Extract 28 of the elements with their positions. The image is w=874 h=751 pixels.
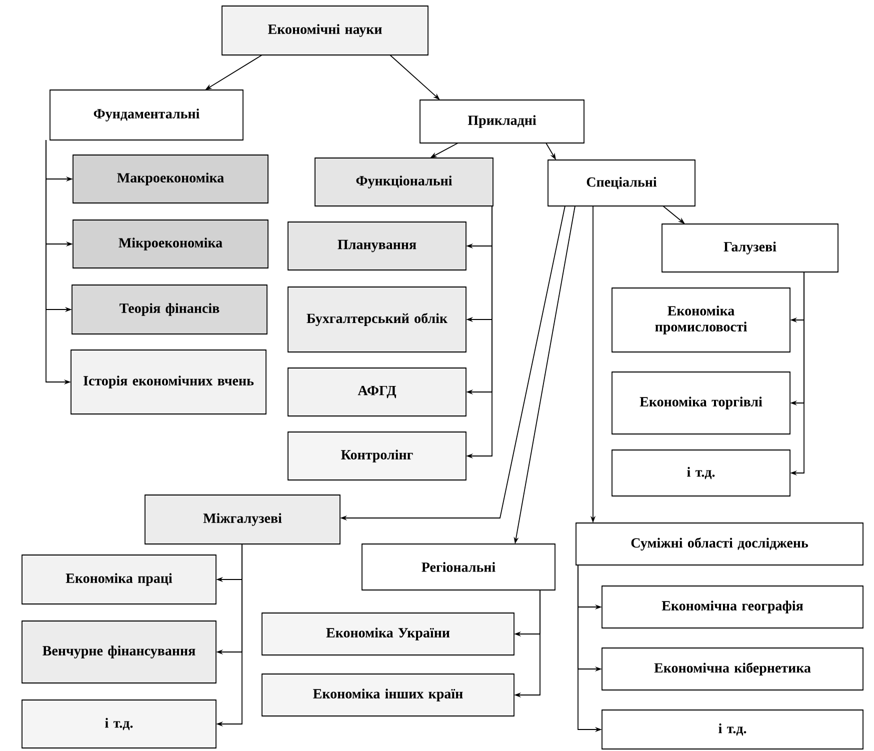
category-box: Економіка України: [262, 612, 514, 656]
category-box: Історія економічних вчень: [70, 350, 266, 414]
category-box: АФГД: [288, 368, 466, 416]
category-box: Економіка торгівлі: [612, 372, 790, 434]
category-box: Фундаментальні: [50, 90, 244, 140]
category-box: Економічна кібернетика: [602, 648, 864, 690]
category-box: Регіональні: [362, 544, 556, 590]
category-box: Контролінг: [288, 432, 466, 480]
category-box: Прикладні: [420, 100, 584, 144]
category-box: Міжгалузеві: [144, 494, 340, 544]
category-box: Спеціальні: [548, 160, 696, 206]
category-box: Галузеві: [662, 224, 838, 272]
category-box: Економічні науки: [222, 6, 428, 56]
category-box: Бухгалтерський облік: [288, 286, 466, 352]
category-box: Макроекономіка: [72, 154, 268, 204]
category-box: Економічна географія: [602, 586, 864, 628]
category-box: Економіка промисловості: [612, 288, 790, 352]
category-box: Теорія фінансів: [72, 284, 268, 334]
category-box: Функціональні: [314, 158, 494, 206]
category-box: Мікроекономіка: [72, 220, 268, 268]
category-box: Планування: [288, 222, 466, 270]
category-box: Економіка праці: [22, 554, 216, 604]
category-box: і т.д.: [602, 710, 864, 750]
category-box: Економіка інших країн: [262, 674, 514, 716]
category-box: Суміжні області досліджень: [576, 522, 864, 566]
category-box: і т.д.: [22, 700, 216, 748]
category-box: Венчурне фінансування: [22, 620, 216, 684]
category-box: і т.д.: [612, 450, 790, 496]
